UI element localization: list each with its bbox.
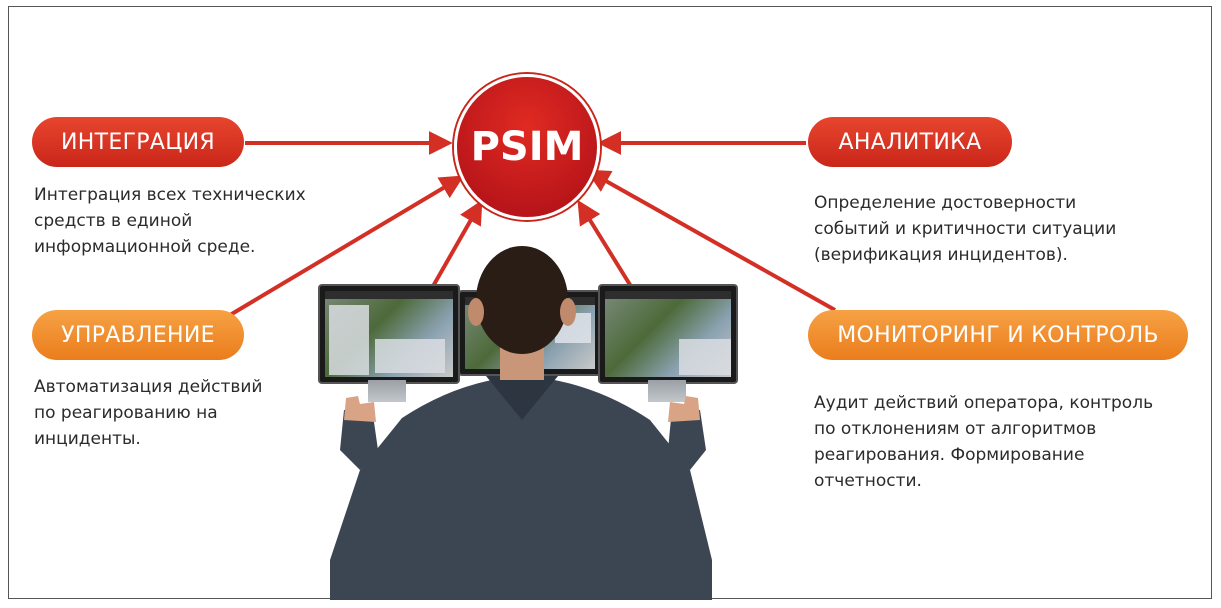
arrow-monitoring: [585, 169, 836, 312]
integration-pill: ИНТЕГРАЦИЯ: [32, 117, 244, 167]
right-monitor-screen: [605, 291, 731, 377]
integration-title: ИНТЕГРАЦИЯ: [61, 129, 215, 155]
management-description: Автоматизация действий по реагированию н…: [34, 377, 263, 449]
analytics-title: АНАЛИТИКА: [838, 129, 982, 155]
arrow-right-monitor: [577, 199, 634, 290]
monitoring-description: Аудит действий оператора, контроль по от…: [814, 393, 1154, 491]
management-pill: УПРАВЛЕНИЕ: [32, 310, 244, 360]
analytics-pill: АНАЛИТИКА: [808, 117, 1012, 167]
management-title: УПРАВЛЕНИЕ: [61, 322, 215, 348]
arrow-management: [223, 175, 465, 320]
right-monitor: [598, 284, 738, 384]
analytics-description: Определение достоверности событий и крит…: [814, 193, 1117, 265]
left-monitor-screen: [325, 291, 453, 377]
integration-description: Интеграция всех технических средств в ед…: [34, 185, 306, 257]
psim-hub: PSIM: [454, 74, 600, 220]
monitoring-title: МОНИТОРИНГ И КОНТРОЛЬ: [837, 322, 1159, 348]
psim-label: PSIM: [470, 124, 584, 170]
left-monitor: [318, 284, 460, 384]
monitoring-pill: МОНИТОРИНГ И КОНТРОЛЬ: [808, 310, 1188, 360]
arrow-left-monitor: [430, 199, 483, 289]
